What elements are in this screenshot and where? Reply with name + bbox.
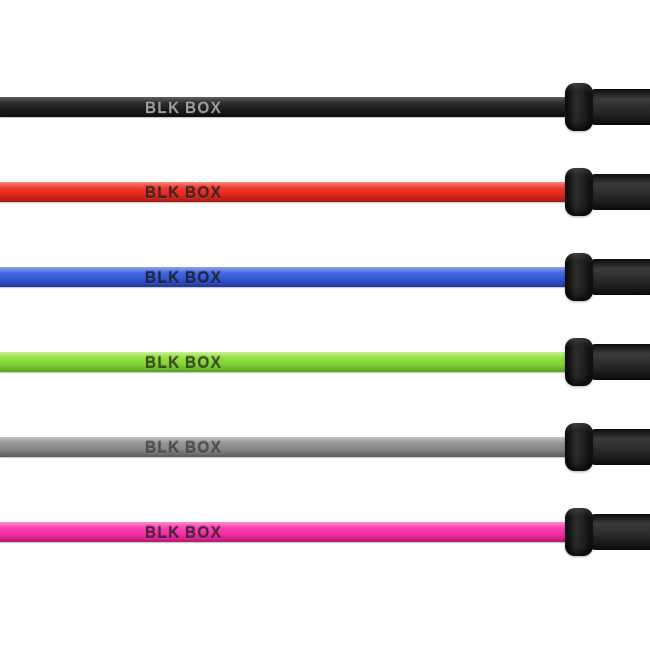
barbell-green: BLK BOX bbox=[0, 338, 650, 386]
blkbox-logo: BLK BOX bbox=[145, 352, 222, 372]
logo-word-blk: BLK bbox=[145, 97, 181, 117]
barbell-shaft: BLK BOX bbox=[0, 267, 572, 287]
barbell-shaft: BLK BOX bbox=[0, 522, 572, 542]
barbell-sleeve bbox=[590, 429, 650, 465]
logo-word-box: BOX bbox=[185, 267, 223, 287]
logo-word-box: BOX bbox=[185, 97, 223, 117]
barbell-pink: BLK BOX bbox=[0, 508, 650, 556]
logo-word-box: BOX bbox=[185, 352, 223, 372]
barbell-gray: BLK BOX bbox=[0, 423, 650, 471]
barbell-sleeve bbox=[590, 89, 650, 125]
barbell-collar bbox=[565, 508, 593, 556]
barbell-collar bbox=[565, 253, 593, 301]
barbell-collar bbox=[565, 338, 593, 386]
blkbox-logo: BLK BOX bbox=[145, 182, 222, 202]
logo-word-box: BOX bbox=[185, 522, 223, 542]
barbell-shaft: BLK BOX bbox=[0, 437, 572, 457]
logo-word-blk: BLK bbox=[145, 182, 181, 202]
barbell-collar bbox=[565, 168, 593, 216]
logo-word-box: BOX bbox=[185, 182, 223, 202]
logo-word-blk: BLK bbox=[145, 352, 181, 372]
barbell-collar bbox=[565, 83, 593, 131]
barbell-sleeve bbox=[590, 259, 650, 295]
logo-word-blk: BLK bbox=[145, 437, 181, 457]
blkbox-logo: BLK BOX bbox=[145, 97, 222, 117]
barbell-collar bbox=[565, 423, 593, 471]
barbell-black: BLK BOX bbox=[0, 83, 650, 131]
blkbox-logo: BLK BOX bbox=[145, 522, 222, 542]
barbell-sleeve bbox=[590, 174, 650, 210]
logo-word-box: BOX bbox=[185, 437, 223, 457]
barbell-blue: BLK BOX bbox=[0, 253, 650, 301]
logo-word-blk: BLK bbox=[145, 522, 181, 542]
barbell-sleeve bbox=[590, 344, 650, 380]
barbell-shaft: BLK BOX bbox=[0, 352, 572, 372]
blkbox-logo: BLK BOX bbox=[145, 267, 222, 287]
barbell-shaft: BLK BOX bbox=[0, 97, 572, 117]
barbell-red: BLK BOX bbox=[0, 168, 650, 216]
barbell-sleeve bbox=[590, 514, 650, 550]
logo-word-blk: BLK bbox=[145, 267, 181, 287]
barbell-shaft: BLK BOX bbox=[0, 182, 572, 202]
blkbox-logo: BLK BOX bbox=[145, 437, 222, 457]
